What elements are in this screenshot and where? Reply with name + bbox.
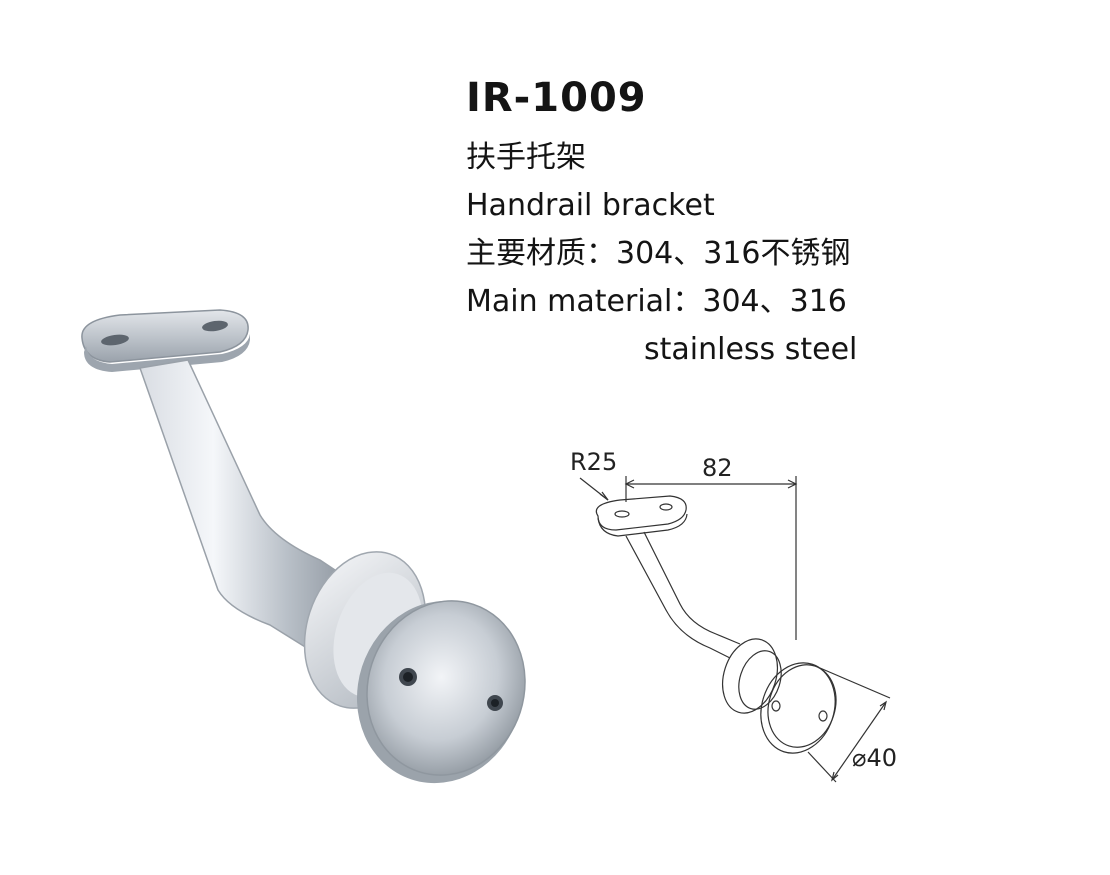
product-name-cn: 扶手托架 [466,140,586,175]
saddle-disc [356,600,526,784]
diameter-dimension: ⌀40 [852,744,897,772]
technical-drawing: R25 82 ⌀40 [570,448,897,783]
material-en-continued: stainless steel [644,332,858,367]
material-cn: 主要材质：304、316不锈钢 [466,236,851,271]
model-number: IR-1009 [466,75,647,121]
radius-dimension: R25 [570,448,617,476]
length-dimension: 82 [702,454,733,482]
product-photo [81,309,526,784]
product-info: IR-1009 扶手托架 Handrail bracket 主要材质：304、3… [466,72,1086,374]
product-name-en: Handrail bracket [466,188,715,223]
mounting-plate [81,309,250,372]
material-en: Main material：304、316 [466,284,847,319]
